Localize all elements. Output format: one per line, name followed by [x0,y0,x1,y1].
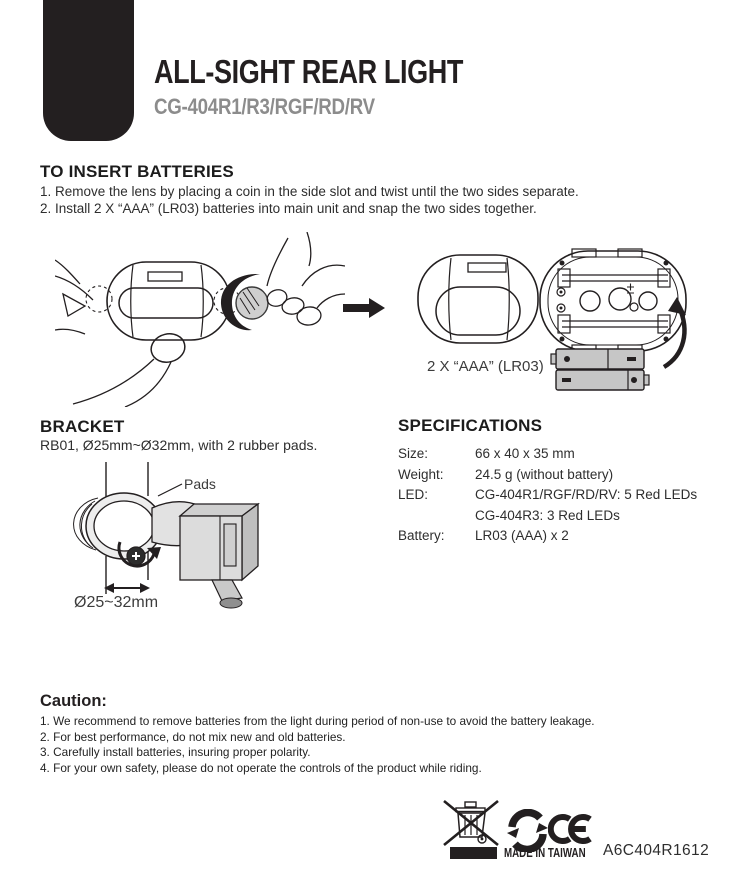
specifications-table: Size: 66 x 40 x 35 mm Weight: 24.5 g (wi… [398,444,728,547]
caution-list: 1. We recommend to remove batteries from… [40,714,595,777]
spec-row-led: LED: CG-404R1/RGF/RD/RV: 5 Red LEDs [398,485,728,506]
specifications-section-heading: SPECIFICATIONS [398,416,543,435]
weee-crossed-bin-icon [443,799,499,847]
spec-label: Weight: [398,466,444,482]
diameter-label: Ø25~32mm [74,594,159,611]
spec-label: Size: [398,446,429,461]
spec-row-weight: Weight: 24.5 g (without battery) [398,465,728,486]
page-title: ALL-SIGHT REAR LIGHT [154,53,463,90]
spec-value: CG-404R3: 3 Red LEDs [475,507,620,523]
caution-item: 1. We recommend to remove batteries from… [40,714,595,728]
battery-step-1: 1. Remove the lens by placing a coin in … [40,184,579,199]
bracket-description: RB01, Ø25mm~Ø32mm, with 2 rubber pads. [40,437,318,453]
battery-step-2: 2. Install 2 X “AAA” (LR03) batteries in… [40,201,537,216]
pads-label: Pads [184,476,216,492]
spec-label [398,506,475,527]
weee-bar [450,847,497,859]
coin-twist-illustration [55,232,345,407]
spec-value: 66 x 40 x 35 mm [475,446,575,461]
right-arrow-icon [343,298,385,318]
bracket-section-heading: BRACKET [40,417,125,436]
caution-item: 4. For your own safety, please do not op… [40,761,482,776]
black-corner-tab [43,0,134,141]
caution-section-heading: Caution: [40,692,107,710]
caution-item: 2. For best performance, do not mix new … [40,729,346,744]
spec-value: LR03 (AAA) x 2 [475,528,569,543]
spec-row-size: Size: 66 x 40 x 35 mm [398,444,728,465]
bracket-illustration [73,462,260,609]
spec-label: Battery: [398,528,445,543]
spec-label: LED: [398,487,429,502]
spec-value: 24.5 g (without battery) [475,466,614,482]
part-code: A6C404R1612 [603,842,710,859]
made-in-taiwan-label: MADE IN TAIWAN [504,846,586,860]
model-number: CG-404R1/R3/RGF/RD/RV [154,94,375,119]
battery-compartment-illustration [417,248,687,391]
ce-mark-icon [548,814,592,844]
caution-item: 3. Carefully install batteries, insuring… [40,745,311,760]
spec-row-battery: Battery: LR03 (AAA) x 2 [398,526,728,547]
spec-value: CG-404R1/RGF/RD/RV: 5 Red LEDs [475,487,698,502]
green-dot-recycling-icon [507,809,548,852]
battery-count-label: 2 X “AAA” (LR03) [427,358,544,375]
batteries-section-heading: TO INSERT BATTERIES [40,162,234,181]
spec-row-led-2: CG-404R3: 3 Red LEDs [398,506,728,527]
